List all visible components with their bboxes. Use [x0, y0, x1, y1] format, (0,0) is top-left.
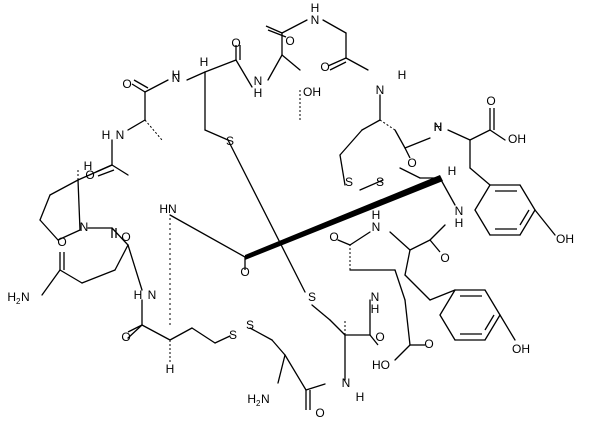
label-thr-oh: OH	[303, 85, 321, 99]
label-n-nh-glu: N	[371, 290, 380, 304]
label-n-nh-mid: N	[372, 220, 381, 234]
label-oxygen: O	[407, 156, 416, 170]
label-hn-left: HN	[159, 202, 176, 216]
label-oxygen: O	[315, 406, 324, 420]
label-n-nh-right: N	[455, 204, 464, 218]
label-n-nh-asn: N	[148, 288, 157, 302]
svg-text:2: 2	[256, 399, 261, 408]
label-h-bottom: H	[356, 390, 365, 404]
label-oxygen: O	[424, 337, 433, 351]
label-s-left-b: S	[246, 318, 254, 332]
label-h-nh-asn: H	[134, 288, 143, 302]
label-n-nh-ala: N	[116, 128, 125, 142]
label-h-nh3: H	[254, 86, 263, 100]
label-oxygen: O	[231, 36, 240, 50]
label-s-disulfide-a: S	[345, 175, 353, 189]
label-h-cys2: H	[200, 55, 209, 69]
label-oxygen: O	[121, 330, 130, 344]
label-s-left-a: S	[229, 328, 237, 342]
label-h2n-asn: H 2 N	[7, 290, 29, 306]
svg-text:H: H	[7, 290, 16, 304]
label-oxygen: O	[329, 230, 338, 244]
label-oxygen: O	[240, 265, 249, 279]
label-h-nh2: H	[172, 68, 181, 82]
svg-text:2: 2	[16, 297, 21, 306]
label-h-nh-mid: H	[372, 208, 381, 222]
label-s-disulfide-b: S	[376, 175, 384, 189]
label-n-nh-top: N	[311, 13, 320, 27]
label-h-nh-glu: H	[371, 302, 380, 316]
label-h-nh-tyr: H	[398, 68, 407, 82]
label-s-cys2: S	[226, 134, 234, 148]
label-n-pro: N	[80, 220, 89, 234]
label-oxygen: O	[375, 330, 384, 344]
label-s-center: S	[308, 290, 316, 304]
label-n-nh-tyr: N	[376, 83, 385, 97]
label-oh-tyr-top: OH	[556, 232, 574, 246]
label-oxygen: O	[122, 77, 131, 91]
label-h2n-bottom: H 2 N	[247, 392, 269, 408]
wedge-bond	[245, 175, 443, 260]
label-h-nh-right: H	[455, 216, 464, 230]
label-h-nh-ala-left: H	[102, 128, 111, 142]
label-h-nh-top: H	[311, 1, 320, 15]
label-cooh-oh: OH	[508, 132, 526, 146]
label-n-nh-right-top: N	[434, 120, 443, 134]
svg-text:H: H	[247, 392, 256, 406]
svg-text:N: N	[21, 290, 30, 304]
label-h-cys-ring: H	[448, 164, 457, 178]
label-oh-tyr-bottom: OH	[512, 342, 530, 356]
label-h-ring-left: H	[166, 362, 175, 376]
label-n-nh3: N	[254, 74, 263, 88]
label-ho-glu: HO	[372, 358, 390, 372]
label-oxygen: O	[440, 251, 449, 265]
label-n-nh2: N	[172, 71, 181, 85]
atom-labels: H N O O O H H N H N OH N H H N OH O O O …	[7, 1, 574, 420]
bond-lines	[39, 19, 556, 410]
label-n-bottom: N	[342, 376, 351, 390]
label-oxygen: O	[57, 235, 66, 249]
label-h-pro: H	[84, 159, 93, 173]
svg-text:N: N	[261, 392, 270, 406]
label-h-nh-ala: H	[434, 120, 443, 134]
label-oxygen: O	[85, 168, 94, 182]
label-oxygen: O	[320, 60, 329, 74]
label-oxygen: O	[121, 230, 130, 244]
label-oxygen: O	[285, 34, 294, 48]
label-oxygen: O	[486, 94, 495, 108]
